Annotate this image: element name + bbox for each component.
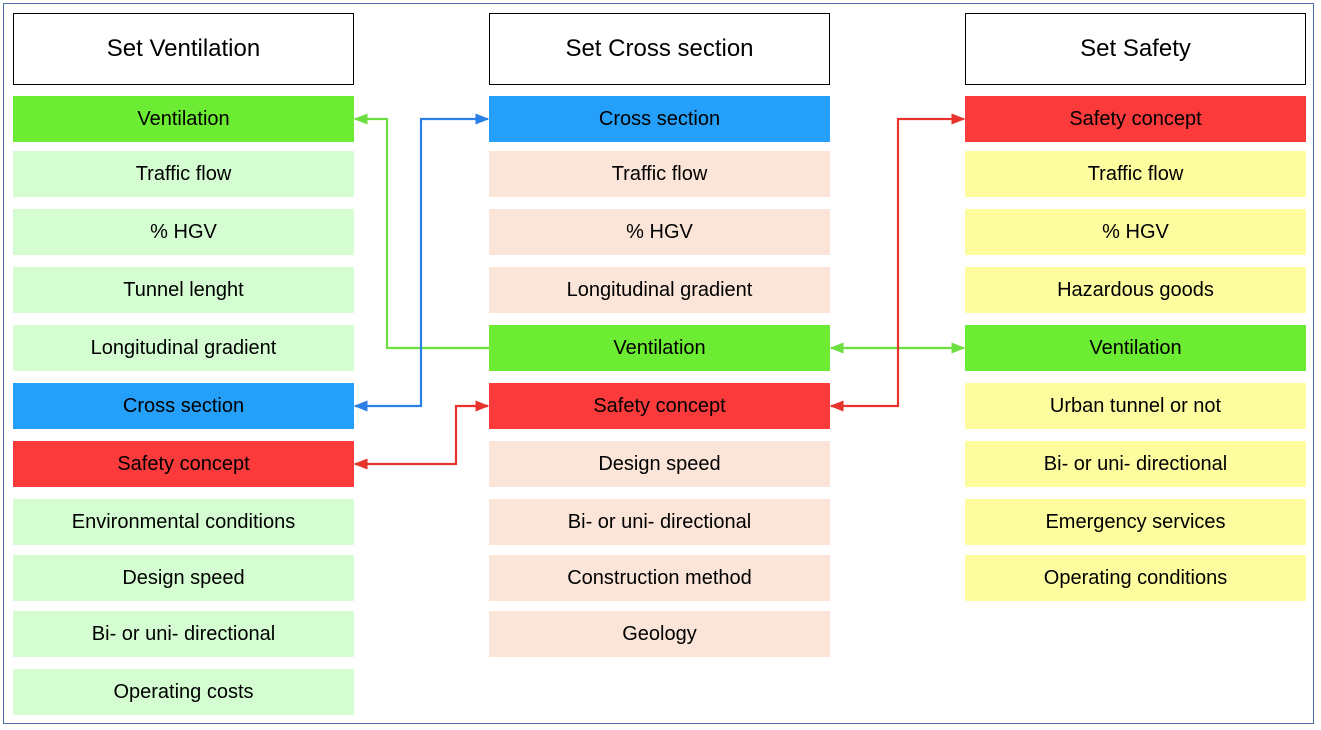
col-set-safety-item-emergency-services: Emergency services <box>965 499 1306 545</box>
col-set-safety-item-traffic-flow: Traffic flow <box>965 151 1306 197</box>
col-set-safety-item-hazardous-goods: Hazardous goods <box>965 267 1306 313</box>
arrow-safety-ventilation-to-cross <box>353 400 490 470</box>
col-set-ventilation-item-cross-section: Cross section <box>13 383 354 429</box>
col-set-cross-section-item-geology: Geology <box>489 611 830 657</box>
col-set-ventilation-item-design-speed: Design speed <box>13 555 354 601</box>
col-set-cross-section-item-hgv: % HGV <box>489 209 830 255</box>
col-set-cross-section-item-longitudinal-gradient: Longitudinal gradient <box>489 267 830 313</box>
col-set-cross-section-item-traffic-flow: Traffic flow <box>489 151 830 197</box>
arrow-cross-section-link <box>353 113 490 412</box>
col-set-safety-item-urban-tunnel-or-not: Urban tunnel or not <box>965 383 1306 429</box>
col-set-safety-item-ventilation: Ventilation <box>965 325 1306 371</box>
col-set-cross-section-item-bi-or-uni-directional: Bi- or uni- directional <box>489 499 830 545</box>
col-set-ventilation-item-tunnel-lenght: Tunnel lenght <box>13 267 354 313</box>
col-set-cross-section-item-safety-concept: Safety concept <box>489 383 830 429</box>
col-set-cross-section-item-cross-section: Cross section <box>489 96 830 142</box>
col-set-cross-section-item-ventilation: Ventilation <box>489 325 830 371</box>
col-set-cross-section-item-design-speed: Design speed <box>489 441 830 487</box>
col-set-ventilation-item-operating-costs: Operating costs <box>13 669 354 715</box>
col-set-ventilation-item-traffic-flow: Traffic flow <box>13 151 354 197</box>
col-set-ventilation-item-longitudinal-gradient: Longitudinal gradient <box>13 325 354 371</box>
col-set-safety-item-operating-conditions: Operating conditions <box>965 555 1306 601</box>
col-set-ventilation-item-ventilation: Ventilation <box>13 96 354 142</box>
col-set-safety-item-hgv: % HGV <box>965 209 1306 255</box>
diagram-frame <box>3 3 1314 724</box>
col-set-ventilation-item-hgv: % HGV <box>13 209 354 255</box>
header-set-cross-section: Set Cross section <box>489 13 830 85</box>
col-set-safety-item-bi-or-uni-directional: Bi- or uni- directional <box>965 441 1306 487</box>
col-set-ventilation-item-environmental-conditions: Environmental conditions <box>13 499 354 545</box>
arrow-safety-cross-to-safety <box>829 113 966 412</box>
col-set-ventilation-item-bi-or-uni-directional: Bi- or uni- directional <box>13 611 354 657</box>
col-set-ventilation-item-safety-concept: Safety concept <box>13 441 354 487</box>
header-set-safety: Set Safety <box>965 13 1306 85</box>
header-set-ventilation: Set Ventilation <box>13 13 354 85</box>
col-set-cross-section-item-construction-method: Construction method <box>489 555 830 601</box>
col-set-safety-item-safety-concept: Safety concept <box>965 96 1306 142</box>
